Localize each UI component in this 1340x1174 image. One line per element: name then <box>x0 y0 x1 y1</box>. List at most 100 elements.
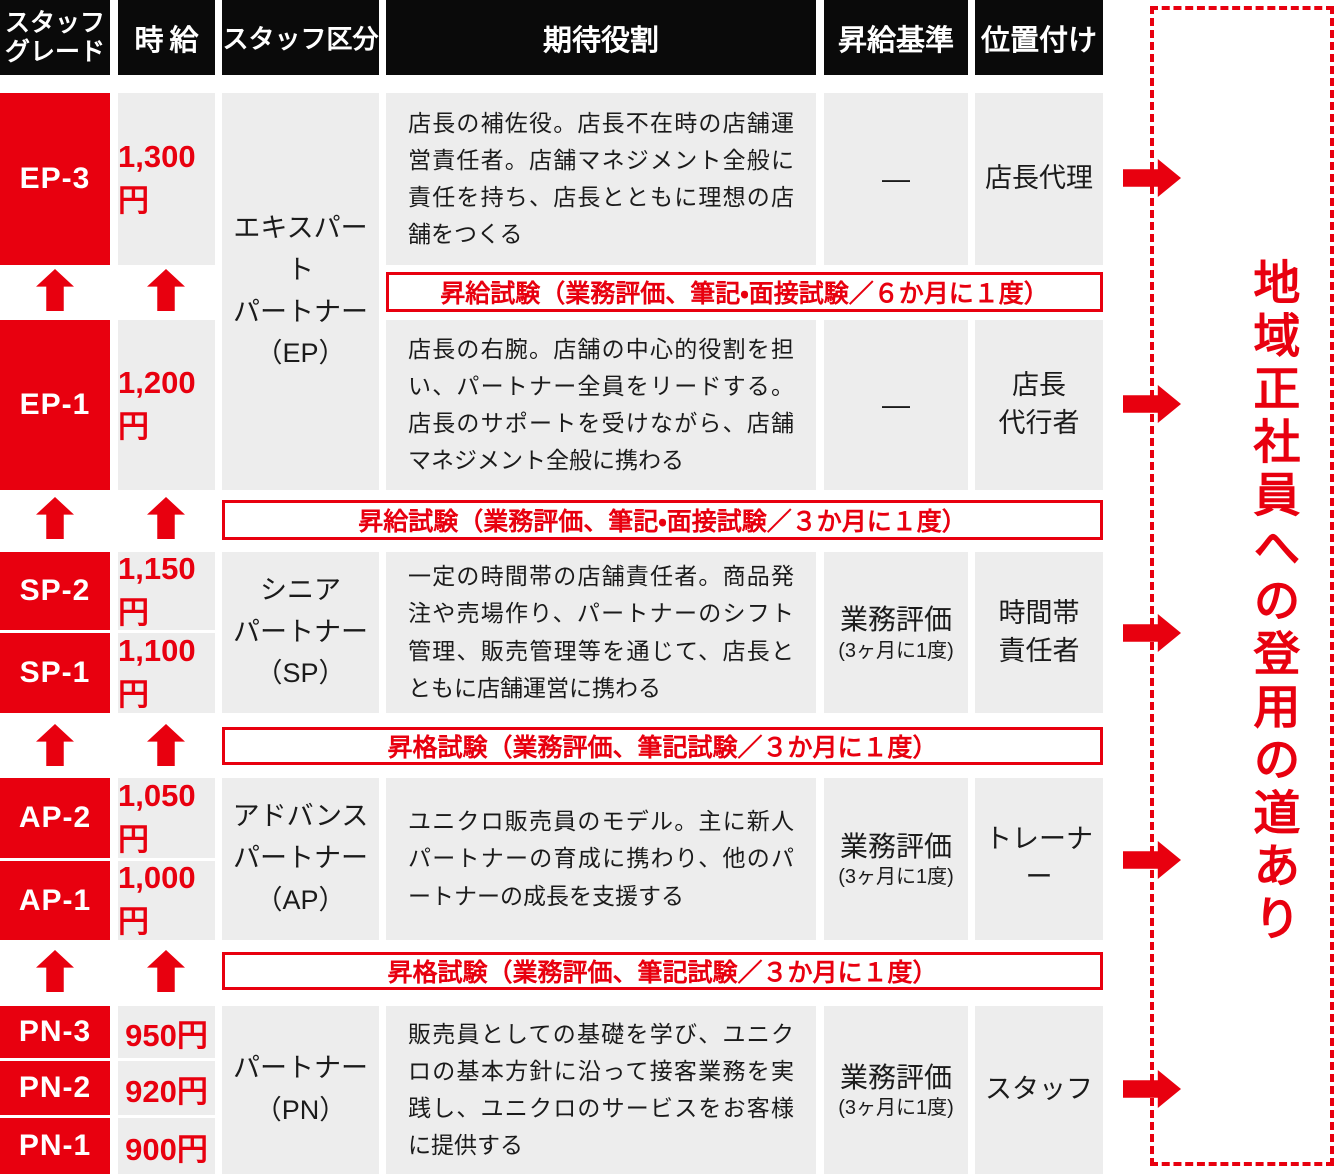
grade-label: SP-1 <box>19 656 91 689</box>
wage-value: 900円 <box>125 1131 208 1167</box>
grade-cell-ep3: EP-3 <box>0 93 110 265</box>
grade-cell-sp2: SP-2 <box>0 552 110 630</box>
grade-cell-pn2: PN-2 <box>0 1061 110 1115</box>
grade-label: PN-2 <box>18 1071 92 1104</box>
wage-cell-pn3: 950円 <box>118 1006 215 1058</box>
raise-sub: (3ヶ月に1度) <box>838 866 954 889</box>
role-text: 店長の右腕。店舗の中心的役割を担い、パートナー全員をリードする。店長のサポートを… <box>408 335 794 474</box>
role-text: ユニクロ販売員のモデル。主に新人パートナーの育成に携わり、他のパートナーの成長を… <box>408 808 795 909</box>
position-label: スタッフ <box>985 1074 1093 1105</box>
col-header-staff-grade-label: スタッフ グレード <box>4 8 105 66</box>
grade-label: AP-2 <box>18 801 92 834</box>
raise-main: — <box>882 162 910 194</box>
wage-cell-pn2: 920円 <box>118 1061 215 1115</box>
exam-banner-text: 昇格試験（業務評価、筆記試験／３か月に１度） <box>387 734 938 762</box>
promotion-up-arrow-icon <box>147 497 185 539</box>
col-header-raise-criteria: 昇給基準 <box>824 0 968 75</box>
col-header-hourly-wage: 時給 <box>118 0 215 75</box>
position-cell-sp: 時間帯 責任者 <box>975 552 1103 713</box>
position-cell-pn: スタッフ <box>975 1006 1103 1174</box>
raise-sub: (3ヶ月に1度) <box>838 639 954 662</box>
col-header-staff-category-label: スタッフ区分 <box>222 24 379 54</box>
col-header-staff-category: スタッフ区分 <box>222 0 379 75</box>
position-cell-ep3: 店長代理 <box>975 93 1103 265</box>
raise-cell-ep1: — <box>824 320 968 490</box>
position-cell-ep1: 店長 代行者 <box>975 320 1103 490</box>
category-cell-sp: シニア パートナー （SP） <box>222 552 379 713</box>
position-label: 店長代理 <box>985 163 1093 194</box>
grade-label: AP-1 <box>18 883 92 917</box>
wage-value: 1,300円 <box>118 138 196 218</box>
role-cell-sp: 一定の時間帯の店舗責任者。商品発注や売場作り、パートナーのシフト管理、販売管理等… <box>386 552 816 713</box>
regular-employee-path-box <box>1150 6 1334 1166</box>
wage-value: 1,050円 <box>118 777 196 857</box>
grade-label: PN-3 <box>18 1015 92 1048</box>
raise-main: 業務評価 <box>839 604 952 636</box>
raise-cell-ap: 業務評価 (3ヶ月に1度) <box>824 778 968 940</box>
col-header-staff-grade: スタッフ グレード <box>0 0 110 75</box>
role-text: 一定の時間帯の店舗責任者。商品発注や売場作り、パートナーのシフト管理、販売管理等… <box>408 563 794 701</box>
grade-cell-pn3: PN-3 <box>0 1006 110 1058</box>
col-header-expected-role-label: 期待役割 <box>542 24 659 57</box>
exam-banner-text: 昇給試験（業務評価、筆記・面接試験／３か月に１度） <box>358 508 967 536</box>
exam-banner-ep-sp: 昇給試験（業務評価、筆記・面接試験／３か月に１度） <box>222 500 1103 540</box>
exam-banner-text: 昇格試験（業務評価、筆記試験／３か月に１度） <box>387 959 938 987</box>
role-cell-ep1: 店長の右腕。店舗の中心的役割を担い、パートナー全員をリードする。店長のサポートを… <box>386 320 816 490</box>
grade-label: SP-2 <box>19 574 91 607</box>
wage-value: 1,150円 <box>118 550 196 630</box>
raise-sub: (3ヶ月に1度) <box>838 1097 954 1120</box>
role-text: 販売員としての基礎を学び、ユニクロの基本方針に沿って接客業務を実践し、ユニクロの… <box>408 1020 795 1159</box>
grade-cell-ap2: AP-2 <box>0 778 110 858</box>
raise-cell-sp: 業務評価 (3ヶ月に1度) <box>824 552 968 713</box>
raise-cell-ep3: — <box>824 93 968 265</box>
col-header-hourly-wage-label: 時給 <box>134 24 205 57</box>
col-header-raise-criteria-label: 昇給基準 <box>837 24 954 57</box>
wage-value: 1,200円 <box>118 364 196 444</box>
category-label: シニア パートナー （SP） <box>233 574 368 689</box>
promotion-up-arrow-icon <box>36 724 74 766</box>
raise-main: 業務評価 <box>839 1061 952 1093</box>
exam-banner-text: 昇給試験（業務評価、筆記・面接試験／６か月に１度） <box>440 280 1049 308</box>
col-header-positioning-label: 位置付け <box>980 24 1097 57</box>
role-cell-ep3: 店長の補佐役。店長不在時の店舗運営責任者。店舗マネジメント全般に責任を持ち、店長… <box>386 93 816 265</box>
grade-label: EP-3 <box>19 162 91 195</box>
exam-banner-ap-pn: 昇格試験（業務評価、筆記試験／３か月に１度） <box>222 952 1103 990</box>
promotion-up-arrow-icon <box>147 950 185 992</box>
exam-banner-ep: 昇給試験（業務評価、筆記・面接試験／６か月に１度） <box>386 272 1103 312</box>
role-text: 店長の補佐役。店長不在時の店舗運営責任者。店舗マネジメント全般に責任を持ち、店長… <box>408 109 794 248</box>
position-label: トレーナー <box>985 824 1093 892</box>
wage-cell-sp2: 1,150円 <box>118 550 215 630</box>
wage-cell-ep3: 1,300円 <box>118 93 215 265</box>
grade-cell-sp1: SP-1 <box>0 633 110 713</box>
wage-value: 950円 <box>125 1017 208 1053</box>
promotion-up-arrow-icon <box>36 497 74 539</box>
wage-value: 1,000円 <box>118 860 196 939</box>
grade-label: PN-1 <box>18 1129 92 1162</box>
promotion-up-arrow-icon <box>147 269 185 311</box>
wage-cell-ap2: 1,050円 <box>118 778 215 858</box>
category-label: エキスパート パートナー （EP） <box>233 212 368 369</box>
position-cell-ap: トレーナー <box>975 778 1103 940</box>
raise-cell-pn: 業務評価 (3ヶ月に1度) <box>824 1006 968 1174</box>
wage-cell-pn1: 900円 <box>118 1118 215 1174</box>
category-cell-ep: エキスパート パートナー （EP） <box>222 93 379 490</box>
category-cell-pn: パートナー （PN） <box>222 1006 379 1174</box>
grade-label: EP-1 <box>19 388 91 421</box>
promotion-up-arrow-icon <box>36 950 74 992</box>
wage-value: 920円 <box>125 1073 208 1109</box>
category-label: アドバンス パートナー （AP） <box>232 801 369 915</box>
role-cell-pn: 販売員としての基礎を学び、ユニクロの基本方針に沿って接客業務を実践し、ユニクロの… <box>386 1006 816 1174</box>
position-label: 店長 代行者 <box>998 370 1080 438</box>
category-cell-ap: アドバンス パートナー （AP） <box>222 778 379 940</box>
promotion-up-arrow-icon <box>147 724 185 766</box>
wage-cell-ep1: 1,200円 <box>118 320 215 490</box>
regular-employee-path-note: 地域正社員への登用の道あり <box>1245 258 1298 947</box>
col-header-positioning: 位置付け <box>975 0 1103 75</box>
wage-cell-sp1: 1,100円 <box>118 633 215 713</box>
raise-main: 業務評価 <box>839 830 952 862</box>
grade-cell-ap1: AP-1 <box>0 861 110 940</box>
promotion-up-arrow-icon <box>36 269 74 311</box>
role-cell-ap: ユニクロ販売員のモデル。主に新人パートナーの育成に携わり、他のパートナーの成長を… <box>386 778 816 940</box>
wage-cell-ap1: 1,000円 <box>118 860 215 940</box>
